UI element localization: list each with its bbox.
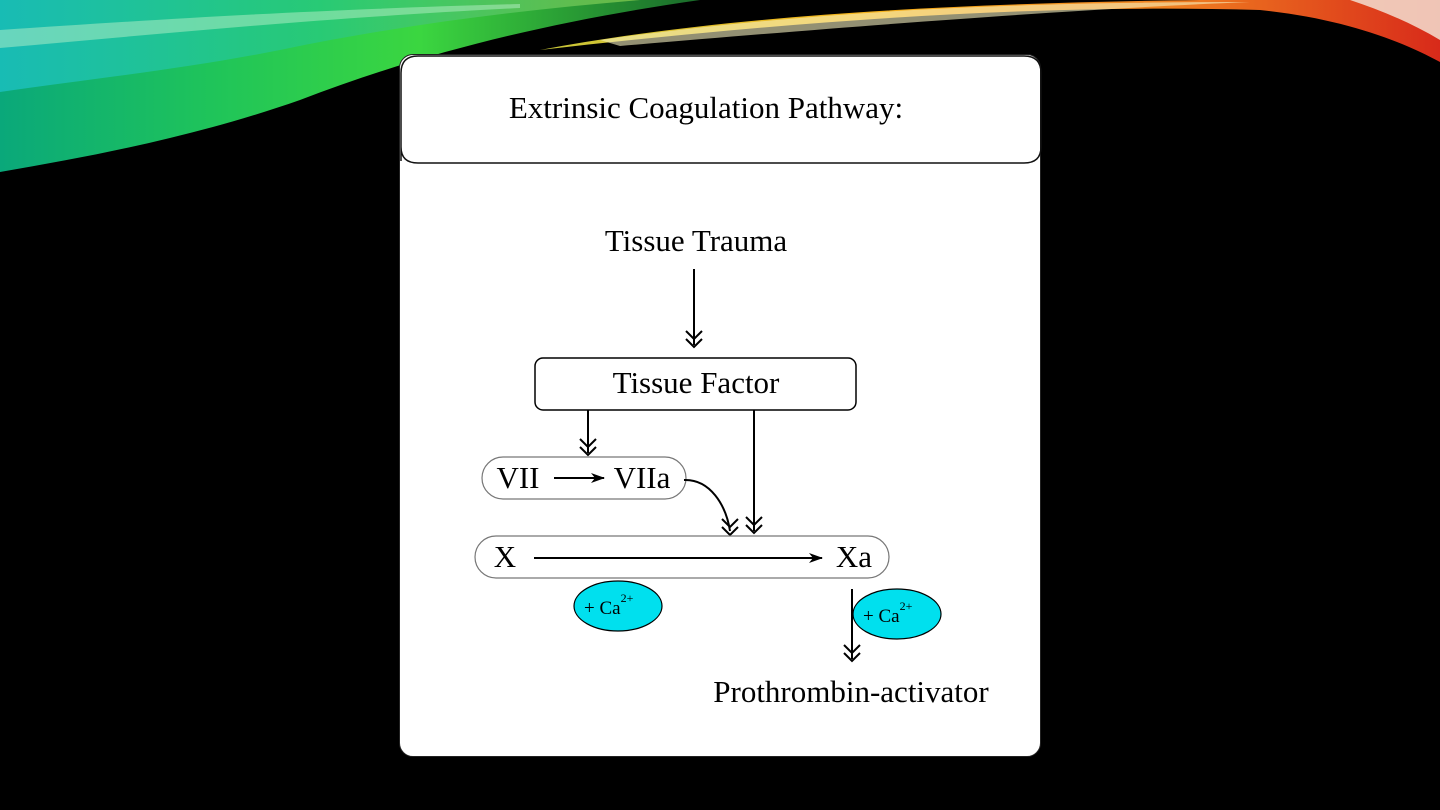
- title-box: [400, 55, 1042, 164]
- svg-text:+ Ca2+: + Ca2+: [863, 599, 913, 627]
- calcium-cofactor-1: + Ca2+: [573, 580, 663, 632]
- node-xa: Xa: [836, 539, 872, 574]
- arrow-factor-to-vii: [579, 410, 597, 457]
- node-viia: VIIa: [614, 460, 671, 495]
- svg-text:+ Ca2+: + Ca2+: [584, 591, 634, 619]
- calcium-cofactor-2: + Ca2+: [852, 588, 942, 640]
- calcium-charge-1: 2+: [621, 591, 634, 605]
- calcium-charge-2: 2+: [900, 599, 913, 613]
- calcium-label-1: + Ca: [584, 598, 621, 619]
- node-prothrombin-activator: Prothrombin-activator: [713, 674, 989, 709]
- node-tissue-trauma: Tissue Trauma: [605, 223, 788, 258]
- arrow-trauma-to-factor: [685, 269, 703, 349]
- arrow-xa-to-prothrombin: [843, 589, 861, 663]
- diagram-title: Extrinsic Coagulation Pathway:: [509, 90, 903, 125]
- node-vii: VII: [496, 460, 539, 495]
- calcium-label-2: + Ca: [863, 606, 900, 627]
- diagram-card: Extrinsic Coagulation Pathway: Tissue Tr…: [399, 54, 1042, 757]
- arrow-viia-to-x: [683, 478, 739, 537]
- node-x: X: [494, 539, 516, 574]
- node-tissue-factor: Tissue Factor: [613, 365, 780, 400]
- arrow-factor-to-x: [745, 410, 763, 535]
- tissue-factor-box: [534, 357, 857, 411]
- decorative-banner: [0, 0, 1440, 172]
